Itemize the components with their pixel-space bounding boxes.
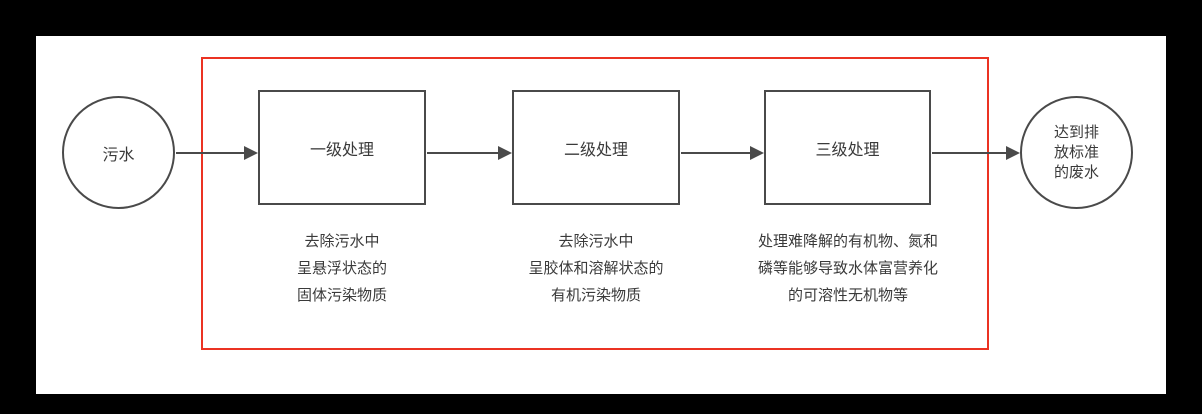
end-node-standard-wastewater: 达到排 放标准 的废水: [1020, 96, 1133, 209]
stage3-description-line3: 的可溶性无机物等: [787, 287, 908, 304]
stage3-description-line1: 处理难降解的有机物、氮和: [757, 233, 938, 250]
stage2-label: 二级处理: [563, 141, 628, 159]
stage1-box-primary-treatment: 一级处理: [258, 90, 426, 205]
arrow-start-to-stage1: [176, 146, 258, 160]
treatment-stages-highlight-box: [201, 57, 989, 350]
stage1-description-line2: 呈悬浮状态的: [296, 260, 387, 277]
end-node-label: 达到排 放标准 的废水: [1054, 123, 1099, 183]
start-node-label: 污水: [102, 146, 135, 164]
stage2-description-line3: 有机污染物质: [550, 287, 641, 304]
stage1-description: 去除污水中 呈悬浮状态的 固体污染物质: [232, 228, 452, 309]
arrow-head-icon: [750, 146, 764, 160]
end-node-label-line1: 达到排: [1053, 123, 1099, 141]
end-node-label-line2: 放标准: [1053, 143, 1099, 161]
arrow-stage1-to-stage2: [427, 146, 512, 160]
stage2-description-line2: 呈胶体和溶解状态的: [528, 260, 664, 277]
stage2-box-secondary-treatment: 二级处理: [512, 90, 680, 205]
arrow-head-icon: [244, 146, 258, 160]
stage1-description-line1: 去除污水中: [304, 233, 380, 250]
arrow-line: [681, 152, 750, 154]
stage3-description-line2: 磷等能够导致水体富营养化: [757, 260, 938, 277]
start-node-sewage: 污水: [62, 96, 175, 209]
stage3-description: 处理难降解的有机物、氮和 磷等能够导致水体富营养化 的可溶性无机物等: [714, 228, 982, 309]
stage2-description-line1: 去除污水中: [558, 233, 634, 250]
stage3-box-tertiary-treatment: 三级处理: [764, 90, 931, 205]
arrow-stage2-to-stage3: [681, 146, 764, 160]
end-node-label-line3: 的废水: [1053, 163, 1099, 181]
arrow-stage3-to-end: [932, 146, 1020, 160]
arrow-head-icon: [1006, 146, 1020, 160]
arrow-line: [932, 152, 1006, 154]
stage3-label: 三级处理: [815, 141, 880, 159]
stage1-label: 一级处理: [309, 141, 374, 159]
arrow-line: [176, 152, 244, 154]
stage1-description-line3: 固体污染物质: [296, 287, 387, 304]
arrow-head-icon: [498, 146, 512, 160]
arrow-line: [427, 152, 498, 154]
stage2-description: 去除污水中 呈胶体和溶解状态的 有机污染物质: [466, 228, 726, 309]
